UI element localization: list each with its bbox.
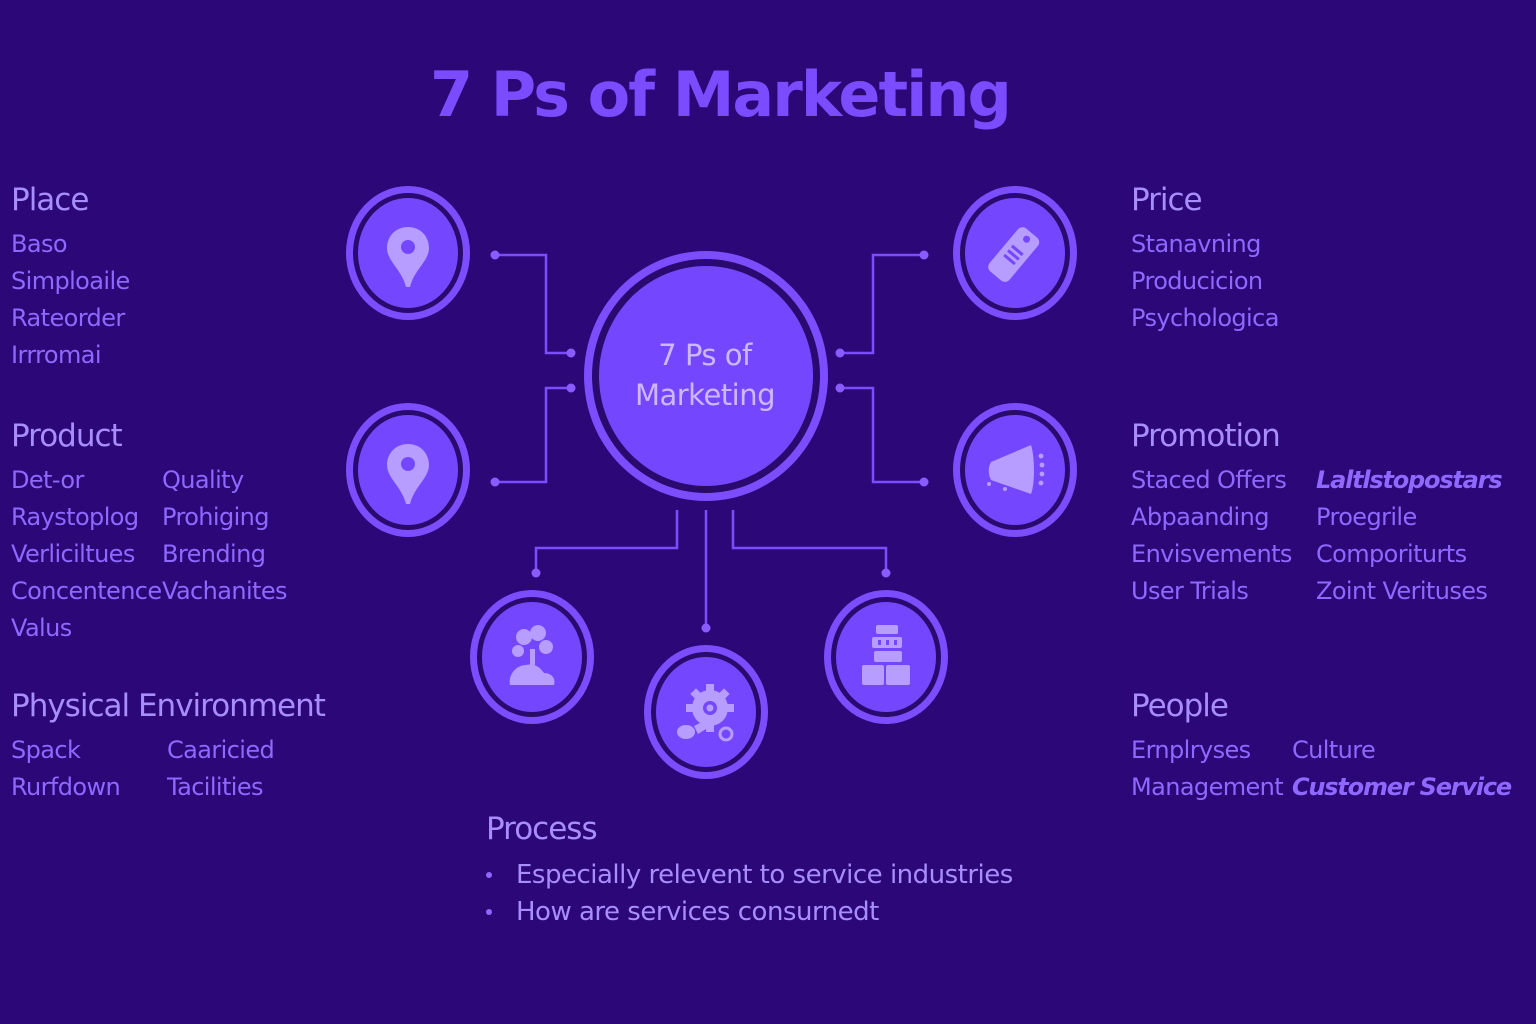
list-item: User Trials bbox=[1131, 577, 1249, 605]
list-item: Laltlstopostars bbox=[1316, 466, 1503, 494]
bullet-dot-icon bbox=[486, 909, 492, 915]
list-item: Raystoplog bbox=[11, 503, 139, 531]
list-item: Rurfdown bbox=[11, 773, 121, 801]
list-item: Envisvements bbox=[1131, 540, 1292, 568]
bullet-dot-icon bbox=[486, 872, 492, 878]
node-price bbox=[953, 186, 1077, 320]
list-item: Brending bbox=[162, 540, 266, 568]
section-title-price: Price bbox=[1131, 182, 1203, 218]
list-item: Staced Offers bbox=[1131, 466, 1287, 494]
list-item: Concentence bbox=[11, 577, 162, 605]
list-item: Customer Service bbox=[1292, 773, 1512, 801]
section-place: Place Baso Simploaile Rateorder Irrromai bbox=[11, 182, 130, 371]
map-pin-icon bbox=[387, 227, 429, 287]
list-item: Spack bbox=[11, 736, 81, 764]
connector-lines bbox=[495, 253, 924, 628]
list-item: Prohiging bbox=[162, 503, 270, 531]
center-hub bbox=[584, 251, 828, 501]
node-physical-environment bbox=[470, 590, 594, 724]
list-item: Simploaile bbox=[11, 267, 130, 295]
list-item: Producicion bbox=[1131, 267, 1263, 295]
connector-dots bbox=[490, 250, 929, 633]
map-pin-icon bbox=[387, 444, 429, 504]
list-item: Management bbox=[1131, 773, 1284, 801]
list-item: Ernplryses bbox=[1131, 736, 1251, 764]
list-item: Tacilities bbox=[167, 773, 264, 801]
section-title-people: People bbox=[1131, 688, 1229, 724]
product-items: Det-or Quality Raystoplog Prohiging Verl… bbox=[11, 464, 288, 644]
list-item: Caaricied bbox=[167, 736, 275, 764]
price-items: Stanavning Producicion Psychologica bbox=[1131, 228, 1279, 334]
list-item: Irrromai bbox=[11, 341, 102, 369]
bullet-text: How are services consurnedt bbox=[516, 897, 879, 927]
plant-icon bbox=[509, 625, 555, 685]
people-items: Ernplryses Culture Management Customer S… bbox=[1131, 734, 1512, 803]
section-title-process: Process bbox=[486, 811, 598, 847]
section-process: Process Especially relevent to service i… bbox=[486, 811, 1013, 931]
list-item: Zoint Verituses bbox=[1316, 577, 1488, 605]
section-promotion: Promotion Staced Offers Laltlstopostars … bbox=[1131, 418, 1503, 607]
list-item: Culture bbox=[1292, 736, 1376, 764]
price-tag-icon bbox=[988, 227, 1040, 282]
gear-wrench-icon bbox=[677, 684, 734, 742]
center-label-line1: 7 Ps of bbox=[658, 338, 752, 372]
node-product bbox=[346, 403, 470, 537]
center-label-line2: Marketing bbox=[634, 378, 776, 412]
section-people: People Ernplryses Culture Management Cus… bbox=[1131, 688, 1512, 803]
node-process bbox=[644, 645, 768, 779]
list-item: Valus bbox=[11, 614, 72, 642]
node-people bbox=[824, 590, 948, 724]
section-physical-environment: Physical Environment Spack Caaricied Rur… bbox=[11, 688, 326, 803]
list-item: Proegrile bbox=[1316, 503, 1417, 531]
section-title-physical-environment: Physical Environment bbox=[11, 688, 326, 724]
bullet-item: How are services consurnedt bbox=[486, 894, 1013, 931]
section-title-place: Place bbox=[11, 182, 89, 218]
list-item: Rateorder bbox=[11, 304, 125, 332]
list-item: Stanavning bbox=[1131, 230, 1261, 258]
list-item: Quality bbox=[162, 466, 244, 494]
section-product: Product Det-or Quality Raystoplog Prohig… bbox=[11, 418, 288, 644]
list-item: Comporiturts bbox=[1316, 540, 1467, 568]
node-place bbox=[346, 186, 470, 320]
physical-environment-items: Spack Caaricied Rurfdown Tacilities bbox=[11, 734, 325, 803]
process-bullet-list: Especially relevent to service industrie… bbox=[486, 857, 1013, 931]
bullet-item: Especially relevent to service industrie… bbox=[486, 857, 1013, 894]
center-hub-label: 7 Ps of Marketing bbox=[585, 335, 825, 415]
promotion-items: Staced Offers Laltlstopostars Abpaanding… bbox=[1131, 464, 1503, 607]
list-item: Verliciltues bbox=[11, 540, 135, 568]
node-promotion bbox=[953, 403, 1077, 537]
list-item: Psychologica bbox=[1131, 304, 1279, 332]
section-price: Price Stanavning Producicion Psychologic… bbox=[1131, 182, 1279, 334]
section-title-product: Product bbox=[11, 418, 123, 454]
page-title: 7 Ps of Marketing bbox=[430, 58, 1012, 131]
bullet-text: Especially relevent to service industrie… bbox=[516, 860, 1013, 890]
section-title-promotion: Promotion bbox=[1131, 418, 1281, 454]
place-items: Baso Simploaile Rateorder Irrromai bbox=[11, 228, 130, 371]
list-item: Baso bbox=[11, 230, 68, 258]
list-item: Abpaanding bbox=[1131, 503, 1269, 531]
stacked-boxes-icon bbox=[862, 625, 910, 685]
list-item: Det-or bbox=[11, 466, 84, 494]
list-item: Vachanites bbox=[162, 577, 288, 605]
megaphone-icon bbox=[987, 445, 1045, 494]
